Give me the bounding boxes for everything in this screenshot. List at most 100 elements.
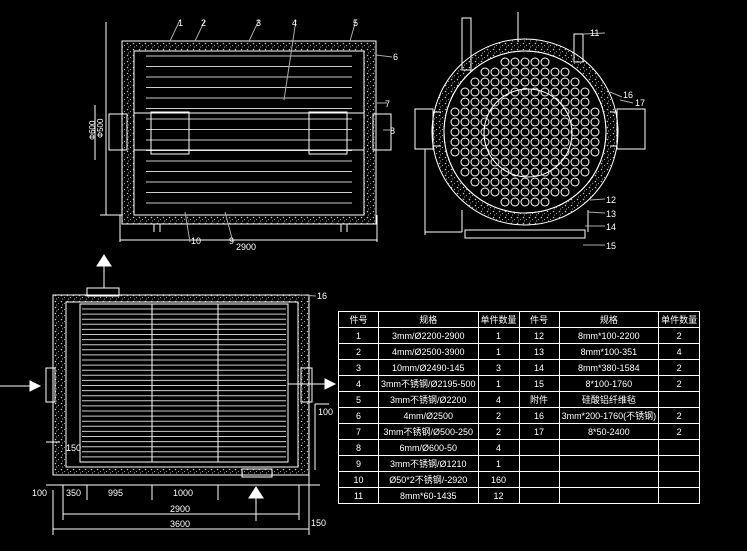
tube-hole bbox=[590, 107, 600, 117]
callout-16-plan: 16 bbox=[317, 291, 327, 301]
tube-hole bbox=[490, 87, 500, 97]
cell-part-no: 附件 bbox=[518, 391, 560, 408]
header-spec: 规格 bbox=[378, 311, 479, 328]
cell-qty: 1 bbox=[477, 375, 520, 392]
tube-hole bbox=[590, 117, 600, 127]
dim-plan-995: 995 bbox=[108, 488, 123, 498]
side-right-stack bbox=[573, 33, 584, 63]
front-right-flange bbox=[372, 113, 392, 151]
tube-hole bbox=[550, 107, 560, 117]
tube-hole bbox=[510, 137, 520, 147]
cell-part-no bbox=[518, 455, 560, 472]
front-right-header bbox=[308, 111, 348, 155]
tube-hole bbox=[520, 147, 530, 157]
tube-hole bbox=[520, 107, 530, 117]
tube-hole bbox=[460, 147, 470, 157]
tube-hole bbox=[570, 167, 580, 177]
tube-hole bbox=[450, 147, 460, 157]
cell-qty bbox=[658, 487, 701, 504]
cell-qty bbox=[658, 391, 701, 408]
tube-hole bbox=[530, 197, 540, 207]
callout-3: 3 bbox=[256, 18, 261, 28]
cell-qty: 2 bbox=[658, 407, 701, 424]
tube-hole bbox=[560, 97, 570, 107]
cell-spec: 3mm不锈钢/Ø1210 bbox=[378, 455, 479, 472]
tube-hole bbox=[500, 97, 510, 107]
tube-hole bbox=[500, 167, 510, 177]
side-base-plate bbox=[464, 229, 586, 239]
tube-hole bbox=[550, 187, 560, 197]
header-part-no: 件号 bbox=[338, 311, 379, 328]
cell-qty bbox=[658, 455, 701, 472]
tube-hole bbox=[470, 87, 480, 97]
tube-hole bbox=[530, 127, 540, 137]
tube-hole bbox=[480, 187, 490, 197]
tube-hole bbox=[550, 127, 560, 137]
cell-qty: 4 bbox=[658, 343, 701, 360]
tube-hole bbox=[470, 137, 480, 147]
tube-hole bbox=[460, 137, 470, 147]
tube-hole bbox=[540, 67, 550, 77]
tube-hole bbox=[530, 57, 540, 67]
tube-hole bbox=[530, 187, 540, 197]
tube-hole bbox=[470, 77, 480, 87]
callout-7: 7 bbox=[385, 99, 390, 109]
tube-hole bbox=[560, 147, 570, 157]
tube-hole bbox=[470, 97, 480, 107]
tube-hole bbox=[580, 97, 590, 107]
tube-hole bbox=[560, 107, 570, 117]
tube-hole bbox=[490, 167, 500, 177]
tube-hole bbox=[570, 177, 580, 187]
tube-hole bbox=[590, 137, 600, 147]
tube-hole bbox=[540, 127, 550, 137]
dim-front-width: 2900 bbox=[236, 242, 256, 252]
tube-hole bbox=[590, 147, 600, 157]
tube-hole bbox=[480, 77, 490, 87]
cell-part-no: 11 bbox=[338, 487, 379, 504]
tube-hole bbox=[480, 87, 490, 97]
cell-qty: 12 bbox=[477, 487, 520, 504]
dim-plan-2900: 2900 bbox=[170, 504, 190, 514]
cell-part-no: 3 bbox=[338, 359, 379, 376]
side-inner-header-circle bbox=[483, 88, 573, 178]
tube-hole bbox=[530, 177, 540, 187]
tube-hole bbox=[560, 67, 570, 77]
cell-part-no: 10 bbox=[338, 471, 379, 488]
tube-hole bbox=[470, 147, 480, 157]
callout-17: 17 bbox=[635, 98, 645, 108]
front-left-flange bbox=[108, 113, 128, 151]
tube-hole bbox=[470, 127, 480, 137]
cell-part-no: 15 bbox=[518, 375, 560, 392]
side-elevation-view bbox=[414, 12, 646, 246]
cell-spec: 8mm*100-351 bbox=[558, 343, 660, 360]
callout-16: 16 bbox=[623, 90, 633, 100]
cell-spec: 4mm/Ø2500 bbox=[378, 407, 479, 424]
callout-2: 2 bbox=[201, 18, 206, 28]
callout-13: 13 bbox=[606, 209, 616, 219]
tube-hole bbox=[490, 137, 500, 147]
tube-hole bbox=[520, 77, 530, 87]
tube-hole bbox=[500, 187, 510, 197]
cell-qty: 160 bbox=[477, 471, 520, 488]
tube-hole bbox=[470, 167, 480, 177]
tube-hole bbox=[460, 87, 470, 97]
cell-spec: 3mm*200-1760(不锈钢) bbox=[558, 407, 660, 424]
tube-hole bbox=[470, 107, 480, 117]
tube-hole bbox=[500, 177, 510, 187]
tube-hole bbox=[520, 87, 530, 97]
tube-hole bbox=[500, 127, 510, 137]
tube-hole bbox=[500, 87, 510, 97]
cell-spec: Ø50*2不锈钢/-2920 bbox=[378, 471, 479, 488]
tube-hole bbox=[540, 97, 550, 107]
cell-part-no: 14 bbox=[518, 359, 560, 376]
tube-hole bbox=[510, 57, 520, 67]
cell-part-no: 5 bbox=[338, 391, 379, 408]
tube-hole bbox=[520, 57, 530, 67]
tube-hole bbox=[520, 157, 530, 167]
tube-hole bbox=[510, 157, 520, 167]
